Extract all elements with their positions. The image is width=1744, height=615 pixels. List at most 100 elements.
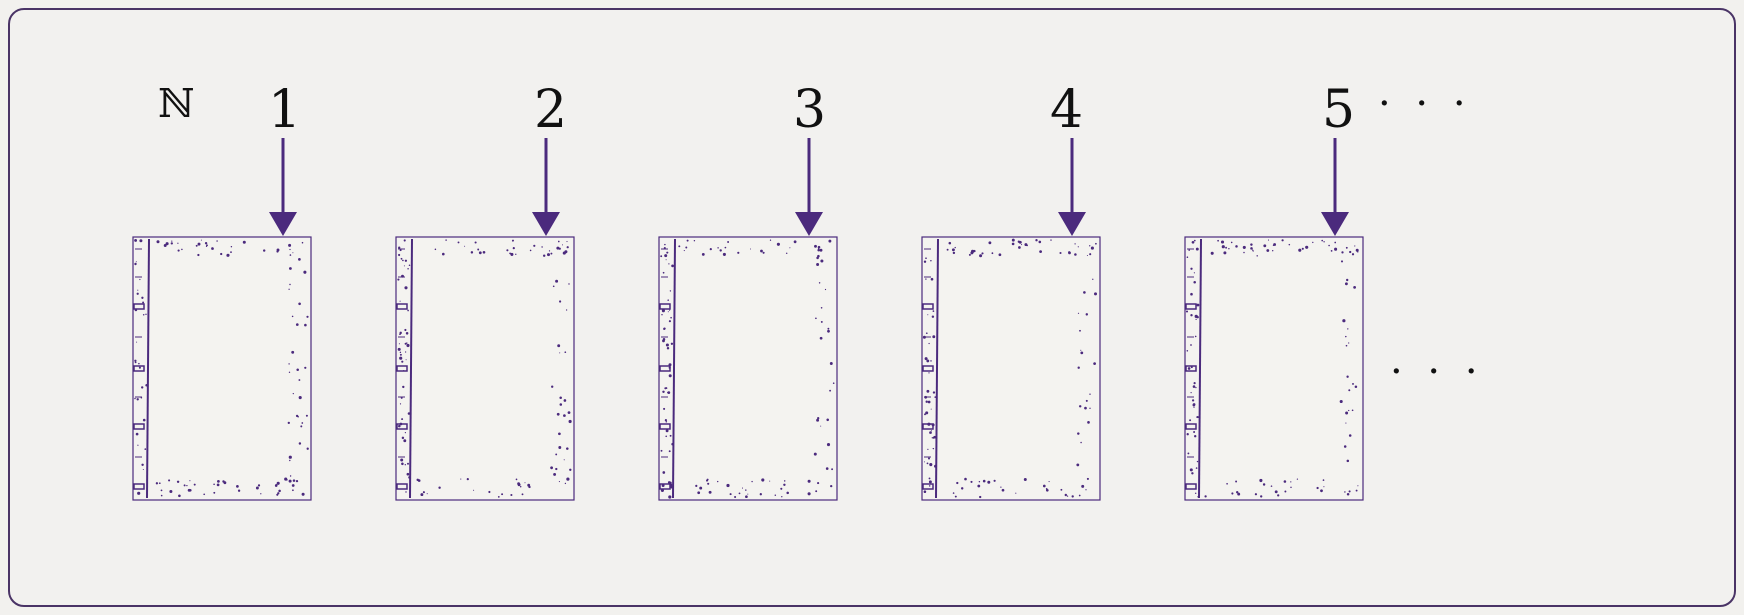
cover-speckle xyxy=(816,263,820,266)
cover-speckle xyxy=(956,481,959,485)
cover-speckle xyxy=(400,257,403,260)
cover-speckle xyxy=(1242,245,1246,249)
cover-speckle xyxy=(1348,342,1350,344)
cover-speckle xyxy=(670,342,674,345)
cover-speckle xyxy=(292,252,294,254)
cover-speckle xyxy=(1357,485,1359,487)
cover-speckle xyxy=(1345,344,1348,347)
cover-speckle xyxy=(263,249,266,252)
cover-speckle xyxy=(1281,239,1284,242)
cover-speckle xyxy=(668,366,671,369)
cover-speckle xyxy=(827,329,830,333)
cover-speckle xyxy=(292,479,296,482)
cover-speckle xyxy=(242,240,246,244)
cover-speckle xyxy=(1344,491,1346,493)
cover-speckle xyxy=(1191,240,1195,244)
cover-speckle xyxy=(403,439,407,443)
cover-speckle xyxy=(697,491,701,495)
cover-speckle xyxy=(474,241,477,244)
cover-speckle xyxy=(399,249,402,252)
cover-speckle xyxy=(1259,478,1263,483)
cover-speckle xyxy=(1236,491,1239,494)
cover-speckle xyxy=(925,400,928,403)
cover-speckle xyxy=(1079,329,1081,332)
book-cover xyxy=(132,236,312,501)
cover-speckle xyxy=(928,342,930,345)
cover-speckle xyxy=(442,252,445,256)
cover-speckle xyxy=(1226,482,1228,485)
cover-speckle xyxy=(1077,432,1080,435)
binding-stitch xyxy=(1185,423,1197,430)
cover-speckle xyxy=(1085,399,1088,402)
cover-speckle xyxy=(815,317,817,320)
cover-speckle xyxy=(952,492,955,494)
cover-speckle xyxy=(1340,260,1344,263)
cover-speckle xyxy=(559,300,562,303)
cover-speckle xyxy=(292,392,294,395)
cover-speckle xyxy=(1084,406,1087,410)
cover-speckle xyxy=(981,252,984,255)
cover-speckle xyxy=(1001,488,1005,492)
cover-speckle xyxy=(464,245,466,247)
cover-speckle xyxy=(816,418,820,422)
cover-speckle xyxy=(785,252,788,255)
cover-speckle xyxy=(1348,389,1351,392)
cover-speckle xyxy=(750,248,751,250)
book-3 xyxy=(658,236,838,501)
cover-speckle xyxy=(819,336,823,340)
cover-speckle xyxy=(807,492,811,496)
cover-speckle xyxy=(1312,241,1314,244)
cover-speckle xyxy=(930,430,932,432)
cover-speckle xyxy=(399,333,401,336)
cover-speckle xyxy=(1348,490,1351,493)
cover-speckle xyxy=(301,422,304,424)
cover-speckle xyxy=(669,309,671,311)
cover-speckle xyxy=(398,253,401,257)
cover-speckle xyxy=(401,436,405,440)
cover-speckle xyxy=(200,239,202,241)
cover-speckle xyxy=(970,480,973,483)
cover-speckle xyxy=(670,316,672,319)
cover-speckle xyxy=(145,313,147,316)
cover-speckle xyxy=(1243,251,1245,254)
cover-speckle xyxy=(137,491,141,495)
cover-speckle xyxy=(1089,253,1092,256)
cover-speckle xyxy=(399,300,401,302)
cover-speckle xyxy=(1217,239,1219,242)
cover-speckle xyxy=(477,248,480,251)
cover-speckle xyxy=(401,274,404,278)
cover-speckle xyxy=(759,493,762,496)
cover-speckle xyxy=(1077,312,1080,314)
cover-speckle xyxy=(662,390,665,394)
cover-speckle xyxy=(405,332,409,335)
cover-speckle xyxy=(529,249,532,252)
cover-speckle xyxy=(1194,335,1197,338)
cover-speckle xyxy=(926,389,930,393)
cover-speckle xyxy=(274,484,278,487)
cover-speckle xyxy=(928,477,931,480)
cover-speckle xyxy=(404,351,407,353)
cover-speckle xyxy=(134,397,136,400)
cover-speckle xyxy=(1221,245,1225,249)
cover-speckle xyxy=(745,489,747,491)
cover-speckle xyxy=(289,475,292,477)
cover-speckle xyxy=(400,396,403,399)
cover-speckle xyxy=(557,344,561,348)
cover-speckle xyxy=(930,277,934,281)
cover-speckle xyxy=(1090,246,1094,250)
cover-speckle xyxy=(189,480,191,482)
cover-speckle xyxy=(178,494,181,498)
cover-speckle xyxy=(1274,490,1278,494)
cover-speckle xyxy=(407,267,409,270)
cover-speckle xyxy=(1086,254,1088,257)
cover-speckle xyxy=(559,396,562,400)
cover-speckle xyxy=(168,479,171,482)
cover-speckle xyxy=(734,495,737,499)
cover-speckle xyxy=(960,487,964,490)
book-spine xyxy=(409,238,413,499)
cover-speckle xyxy=(1355,248,1359,252)
cover-speckle xyxy=(1284,490,1287,493)
cover-speckle xyxy=(769,480,771,482)
cover-speckle xyxy=(566,447,569,450)
cover-speckle xyxy=(420,493,424,497)
